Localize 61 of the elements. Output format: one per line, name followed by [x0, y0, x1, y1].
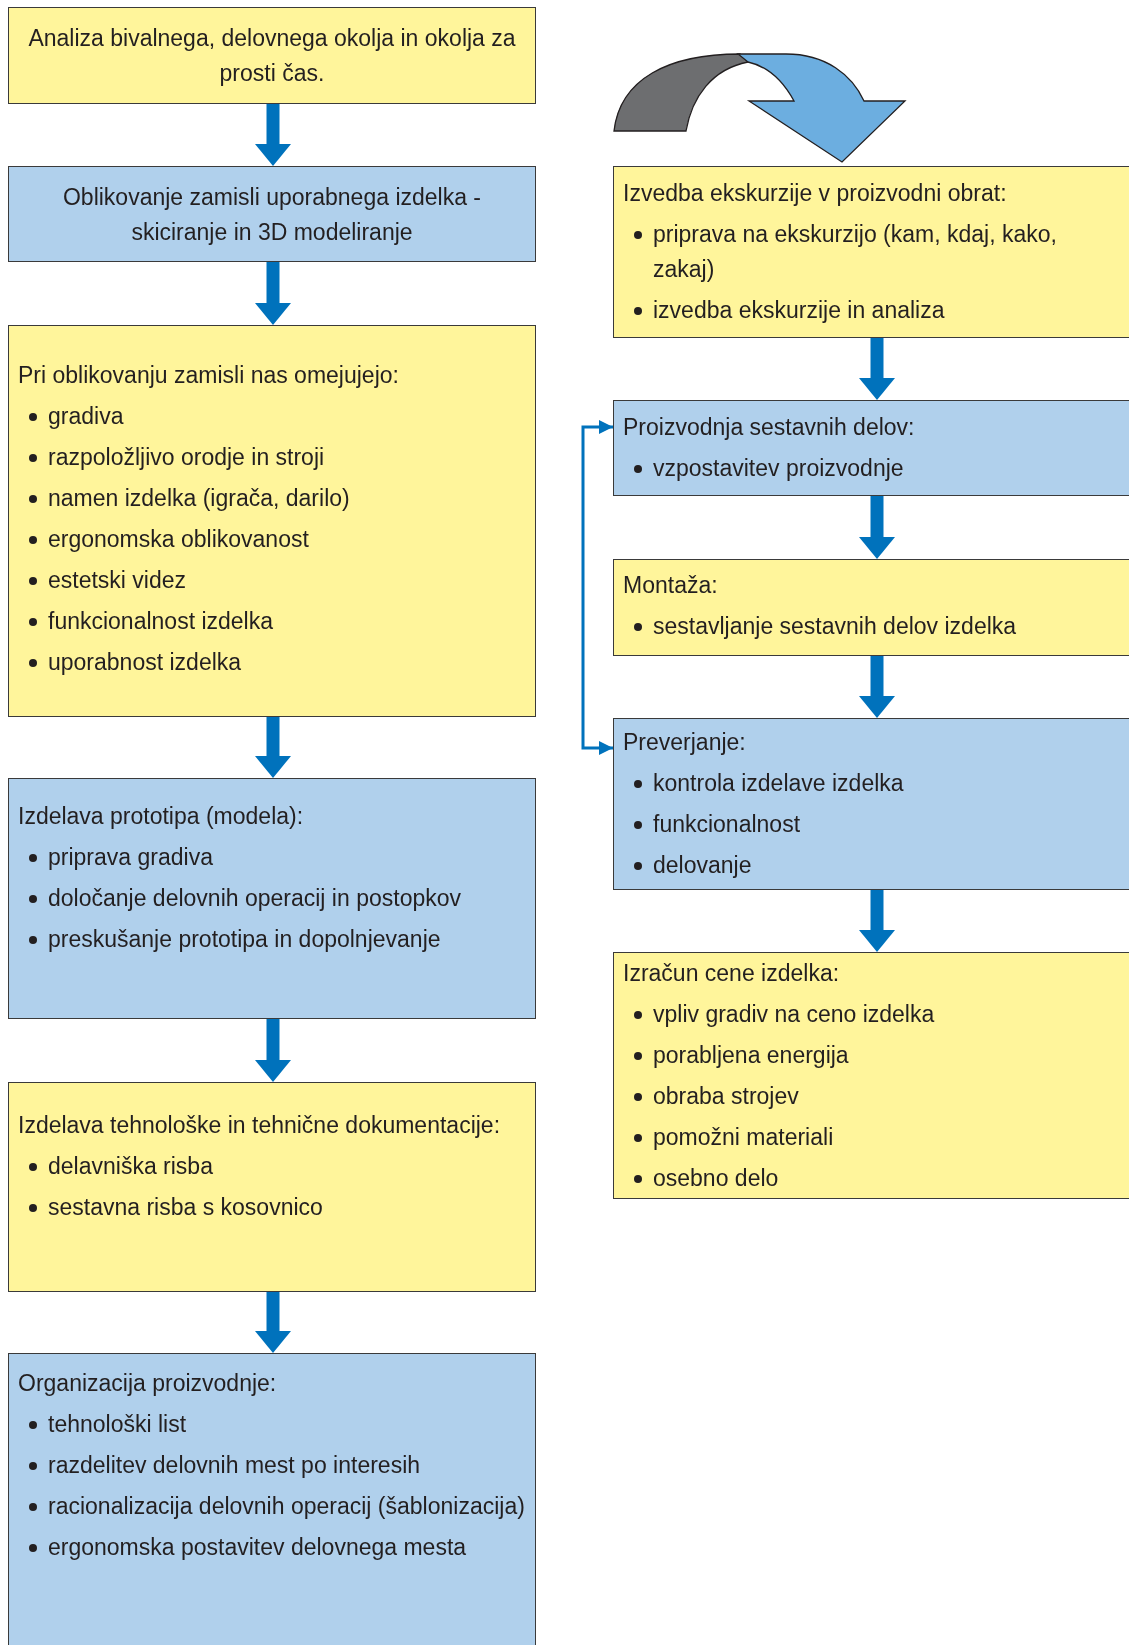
arrow	[255, 1019, 291, 1082]
list-item-text: tehnološki list	[48, 1411, 187, 1437]
box-heading: Izvedba ekskurzije v proizvodni obrat:	[623, 179, 1008, 208]
process-box	[613, 166, 1129, 338]
list-item-text: obraba strojev	[653, 1083, 799, 1109]
list-item-text: ergonomska postavitev delovnega mesta	[48, 1534, 467, 1560]
list-item-text: gradiva	[48, 403, 124, 429]
list-item-text: estetski videz	[48, 567, 187, 593]
process-box	[8, 1082, 536, 1292]
list-item-text: ergonomska oblikovanost	[48, 526, 309, 552]
process-box	[613, 559, 1129, 656]
box-heading: Proizvodnja sestavnih delov:	[623, 413, 916, 442]
arrow	[255, 104, 291, 166]
list-item-text: funkcionalnost	[653, 811, 801, 837]
arrow	[859, 496, 895, 559]
box-text: Analiza bivalnega, delovnega okolja in okolja za prosti čas.	[27, 24, 517, 88]
curved-arrow	[613, 53, 906, 163]
list-item-text: funkcionalnost izdelka	[48, 608, 274, 634]
list-item-text: pomožni materiali	[653, 1124, 834, 1150]
arrow	[581, 420, 613, 755]
arrow	[255, 1292, 291, 1353]
arrow	[255, 717, 291, 778]
list-item-text: vpliv gradiv na ceno izdelka	[653, 1001, 935, 1027]
box-heading: Organizacija proizvodnje:	[18, 1369, 278, 1398]
box-heading: Izdelava prototipa (modela):	[18, 802, 305, 831]
list-item-text: razdelitev delovnih mest po interesih	[48, 1452, 421, 1478]
process-box	[8, 7, 536, 104]
process-box	[8, 325, 536, 717]
process-box	[613, 718, 1129, 890]
list-item-text: določanje delovnih operacij in postopkov	[48, 885, 461, 911]
box-heading: Preverjanje:	[623, 728, 747, 757]
list-item-text: priprava gradiva	[48, 844, 213, 870]
list-item-text: porabljena energija	[653, 1042, 849, 1068]
arrow	[255, 262, 291, 325]
process-box	[613, 400, 1129, 496]
process-box	[8, 166, 536, 262]
box-heading: Izračun cene izdelka:	[623, 959, 841, 988]
box-text: Oblikovanje zamisli uporabnega izdelka - skiciranje in 3D modeliranje	[61, 183, 483, 247]
list-item-text: delovanje	[653, 852, 752, 878]
box-heading: Izdelava tehnološke in tehnične dokumentacije:	[18, 1111, 502, 1140]
list-item-text: sestavljanje sestavnih delov izdelka	[653, 613, 1017, 639]
list-item-text: vzpostavitev proizvodnje	[653, 455, 904, 481]
list-item-text: razpoložljivo orodje in stroji	[48, 444, 325, 470]
list-item-text: sestavna risba s kosovnico	[48, 1194, 323, 1220]
process-box	[8, 1353, 536, 1645]
list-item-text: izvedba ekskurzije in analiza	[653, 297, 945, 323]
process-box	[8, 778, 536, 1019]
arrow	[859, 338, 895, 400]
list-item-text: delavniška risba	[48, 1153, 213, 1179]
list-item-text: kontrola izdelave izdelka	[653, 770, 904, 796]
list-item-text: namen izdelka (igrača, darilo)	[48, 485, 350, 511]
process-box	[613, 952, 1129, 1199]
box-heading: Montaža:	[623, 571, 719, 600]
list-item-text: priprava na ekskurzijo (kam, kdaj, kako, zakaj)	[653, 221, 1057, 282]
list-item-text: preskušanje prototipa in dopolnjevanje	[48, 926, 441, 952]
box-heading: Pri oblikovanju zamisli nas omejujejo:	[18, 361, 400, 390]
list-item-text: osebno delo	[653, 1165, 779, 1191]
arrow	[859, 656, 895, 718]
list-item-text: uporabnost izdelka	[48, 649, 242, 675]
arrow	[859, 890, 895, 952]
list-item-text: racionalizacija delovnih operacij (šablonizacija)	[48, 1493, 525, 1519]
